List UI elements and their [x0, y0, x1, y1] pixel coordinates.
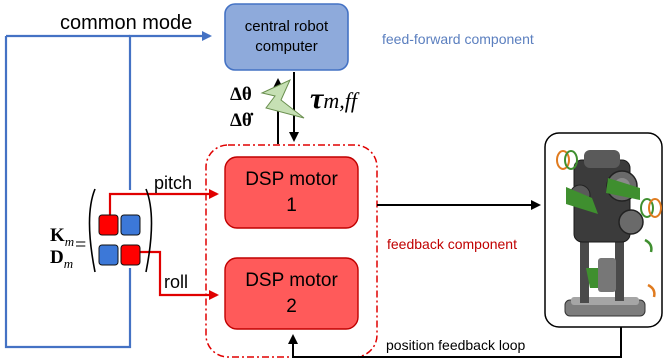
central-computer-line2: computer	[255, 38, 318, 55]
matrix-cell-blue-tr	[120, 214, 141, 236]
robot-leg-illustration	[556, 150, 662, 317]
equals-label: =	[75, 234, 87, 256]
dm-label: Dm	[50, 247, 73, 272]
km-subscript: m	[64, 233, 75, 249]
central-robot-computer-box	[224, 3, 349, 71]
km-symbol: K	[50, 225, 65, 246]
common-mode-connector	[4, 31, 212, 349]
common-mode-label: common mode	[60, 12, 193, 34]
dsp-motor-2-line2: 2	[286, 295, 297, 317]
delta-theta-dot-label: Δθ̇	[230, 110, 252, 131]
dsp-motor-2-box	[224, 257, 359, 330]
matrix-cell-red-tl	[98, 214, 119, 236]
dm-subscript: m	[63, 255, 74, 271]
dsp-motor-1-box	[224, 156, 359, 229]
pitch-label: pitch	[154, 173, 193, 193]
dsp-motor-2-label: DSP motor 2	[225, 258, 358, 329]
dsp-motor-2-line1: DSP motor	[245, 269, 338, 291]
matrix-cell-red-br	[120, 244, 141, 266]
dsp-motor-group-outline	[205, 144, 378, 358]
tau-subscript: m,ff	[323, 88, 357, 113]
gain-matrix	[88, 188, 153, 273]
tau-label: τm,ff	[310, 82, 357, 116]
roll-label: roll	[164, 272, 189, 292]
tau-symbol: τ	[310, 82, 324, 115]
dsp-motor-1-label: DSP motor 1	[225, 157, 358, 228]
position-feedback-loop-label: position feedback loop	[386, 337, 526, 353]
delta-theta-label: Δθ	[230, 84, 252, 105]
dsp-motor-1-line2: 1	[286, 194, 297, 216]
dm-symbol: D	[50, 247, 64, 268]
position-feedback-loop-line	[288, 326, 622, 358]
dsp-motor-1-line1: DSP motor	[245, 168, 338, 190]
feed-forward-label: feed-forward component	[382, 31, 534, 47]
km-label: Km	[50, 225, 74, 250]
central-robot-computer-label: central robot computer	[225, 4, 348, 70]
feedback-component-label: feedback component	[387, 236, 517, 252]
lightning-icon	[260, 78, 305, 119]
matrix-cell-blue-bl	[98, 244, 119, 266]
central-computer-line1: central robot	[244, 18, 329, 35]
